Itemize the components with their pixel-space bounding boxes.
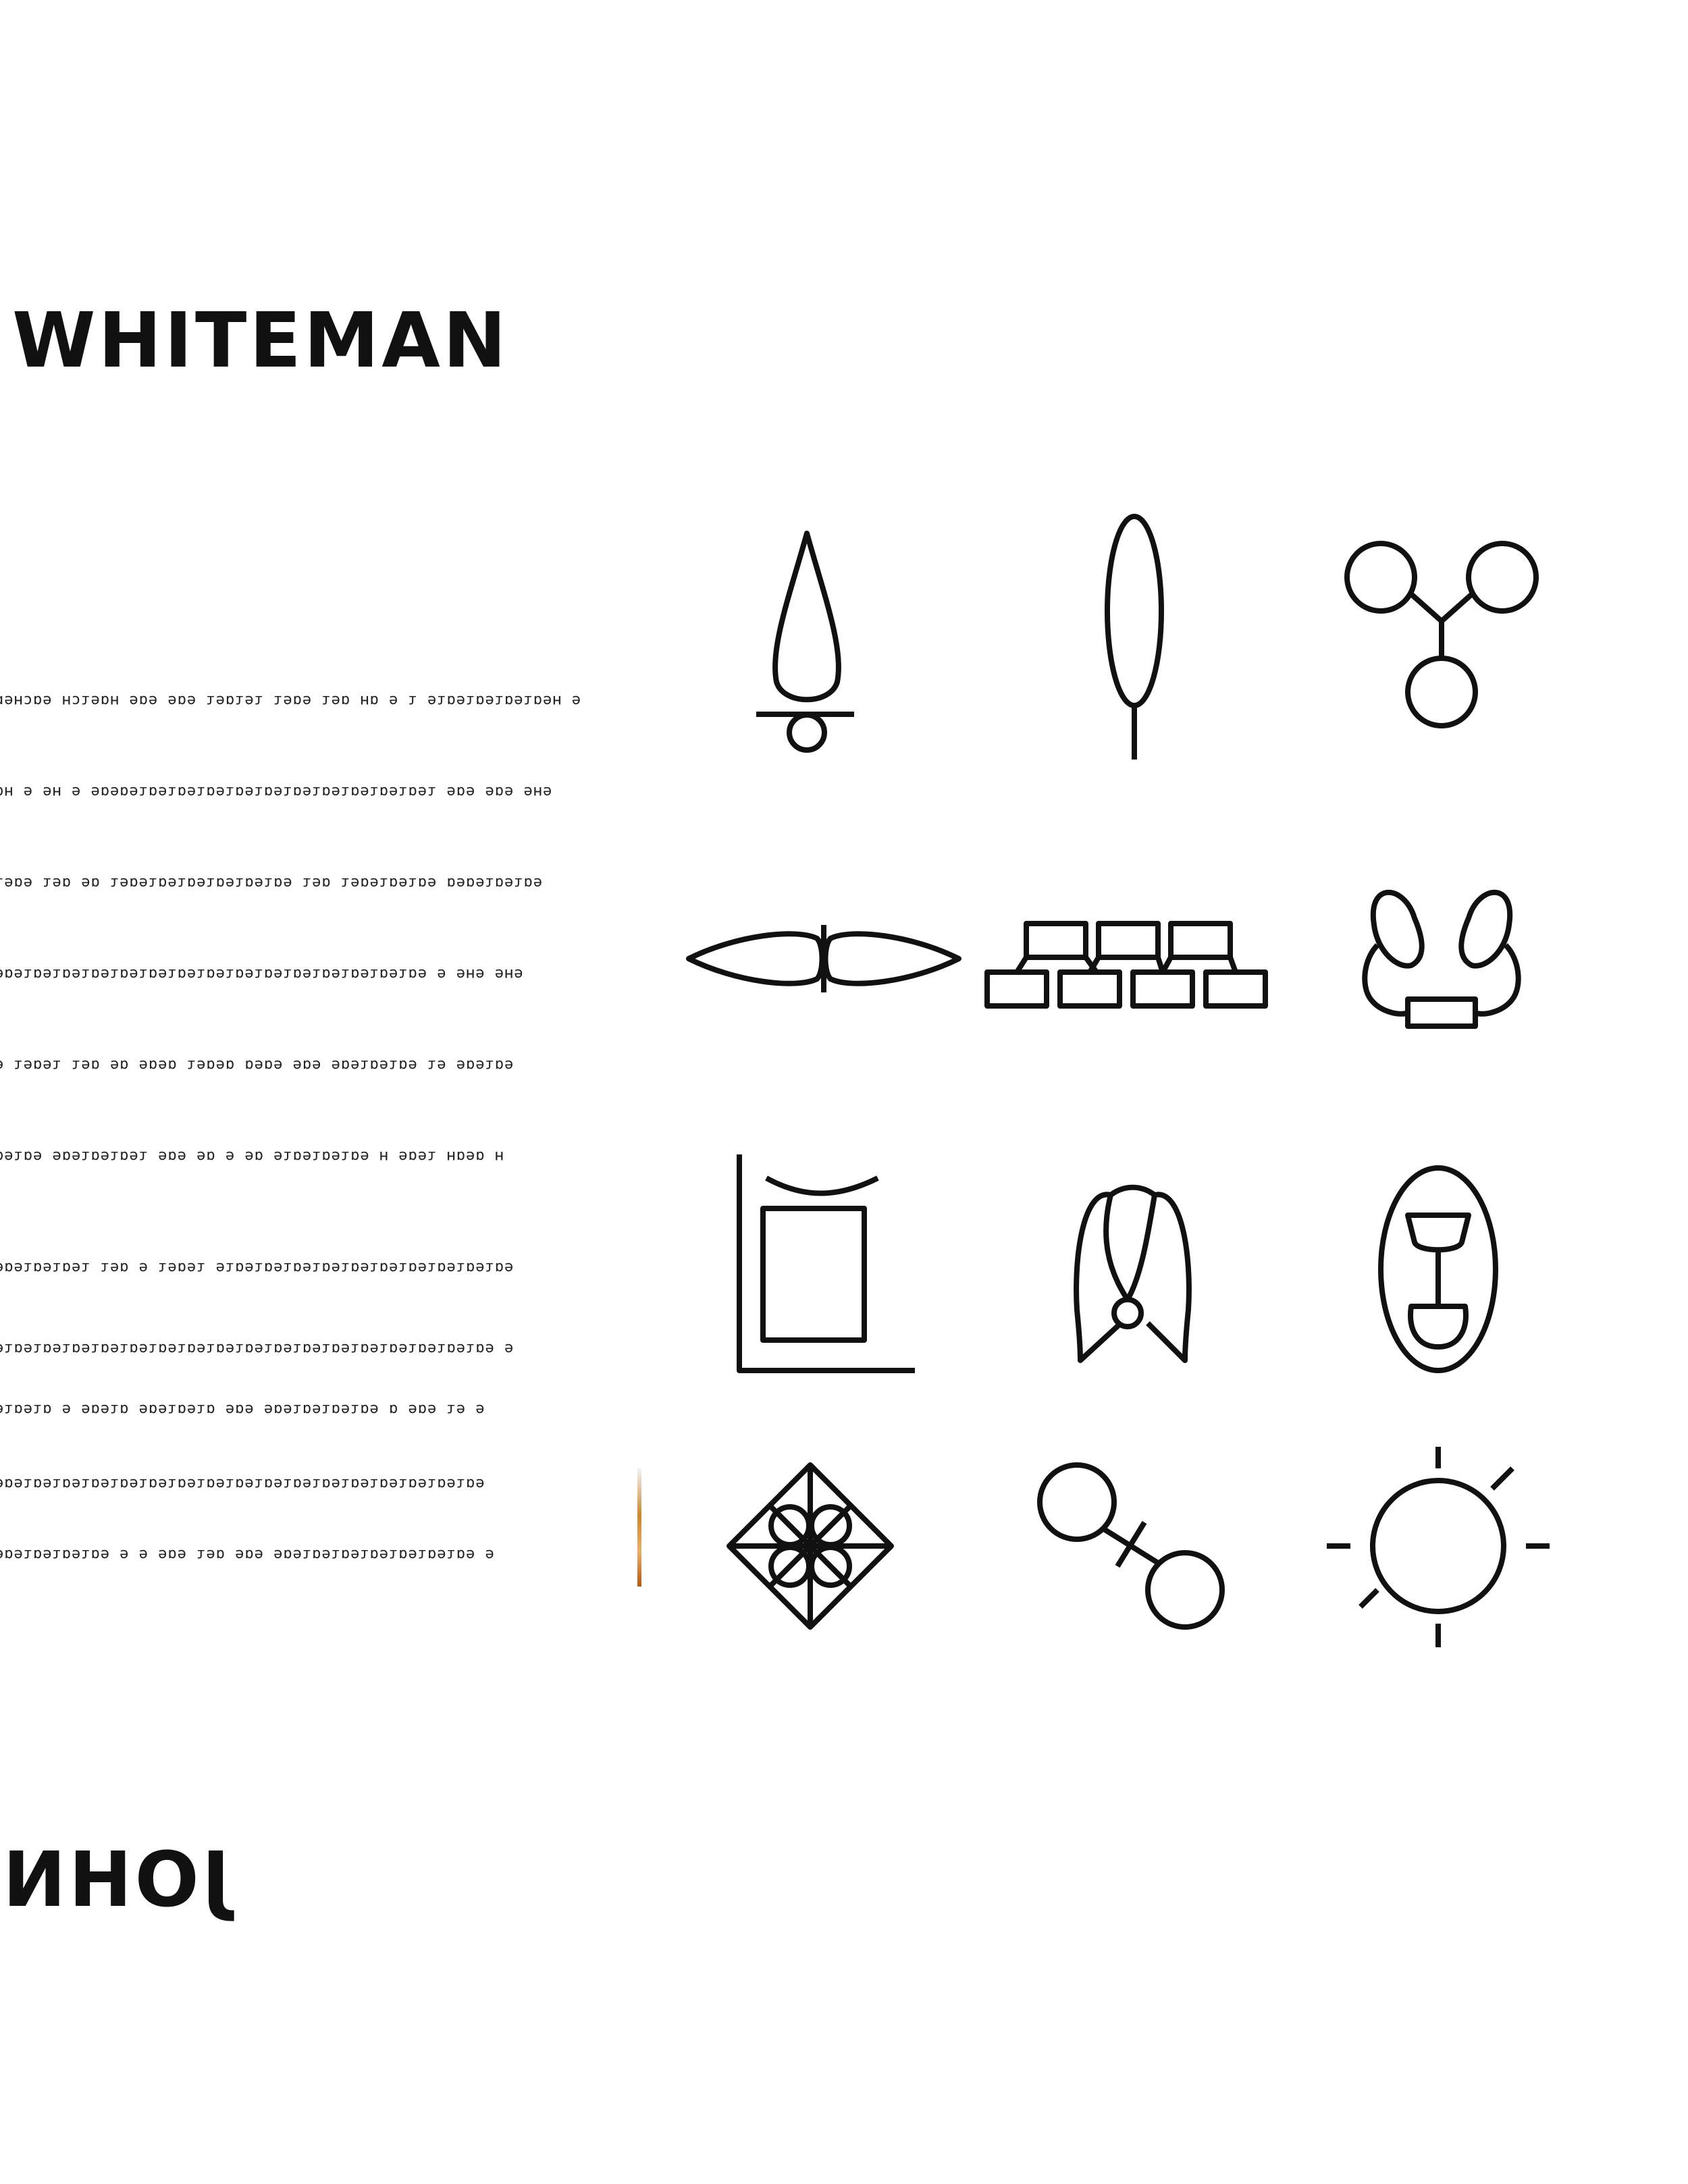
goblet-in-oval-icon <box>1378 1165 1498 1373</box>
double-leaf-icon <box>686 925 961 992</box>
top-title: WHITEMAN <box>12 297 509 385</box>
flame-on-base-icon <box>756 531 854 753</box>
brick-boxes-icon <box>984 921 1268 1009</box>
three-circles-icon <box>1344 541 1539 728</box>
two-ovals-with-bar-icon <box>1362 889 1521 1029</box>
sun-icon <box>1327 1447 1550 1647</box>
looped-figure-icon <box>1074 1184 1192 1363</box>
paper-edge-stain <box>637 1468 641 1587</box>
leaf-on-stem-icon <box>1105 514 1164 760</box>
bottom-title: JOHN <box>0 1836 230 1924</box>
corner-frame-icon <box>737 1154 915 1373</box>
diamond-four-circles-icon <box>727 1462 894 1630</box>
two-circles-crossed-link-icon <box>1037 1462 1225 1630</box>
